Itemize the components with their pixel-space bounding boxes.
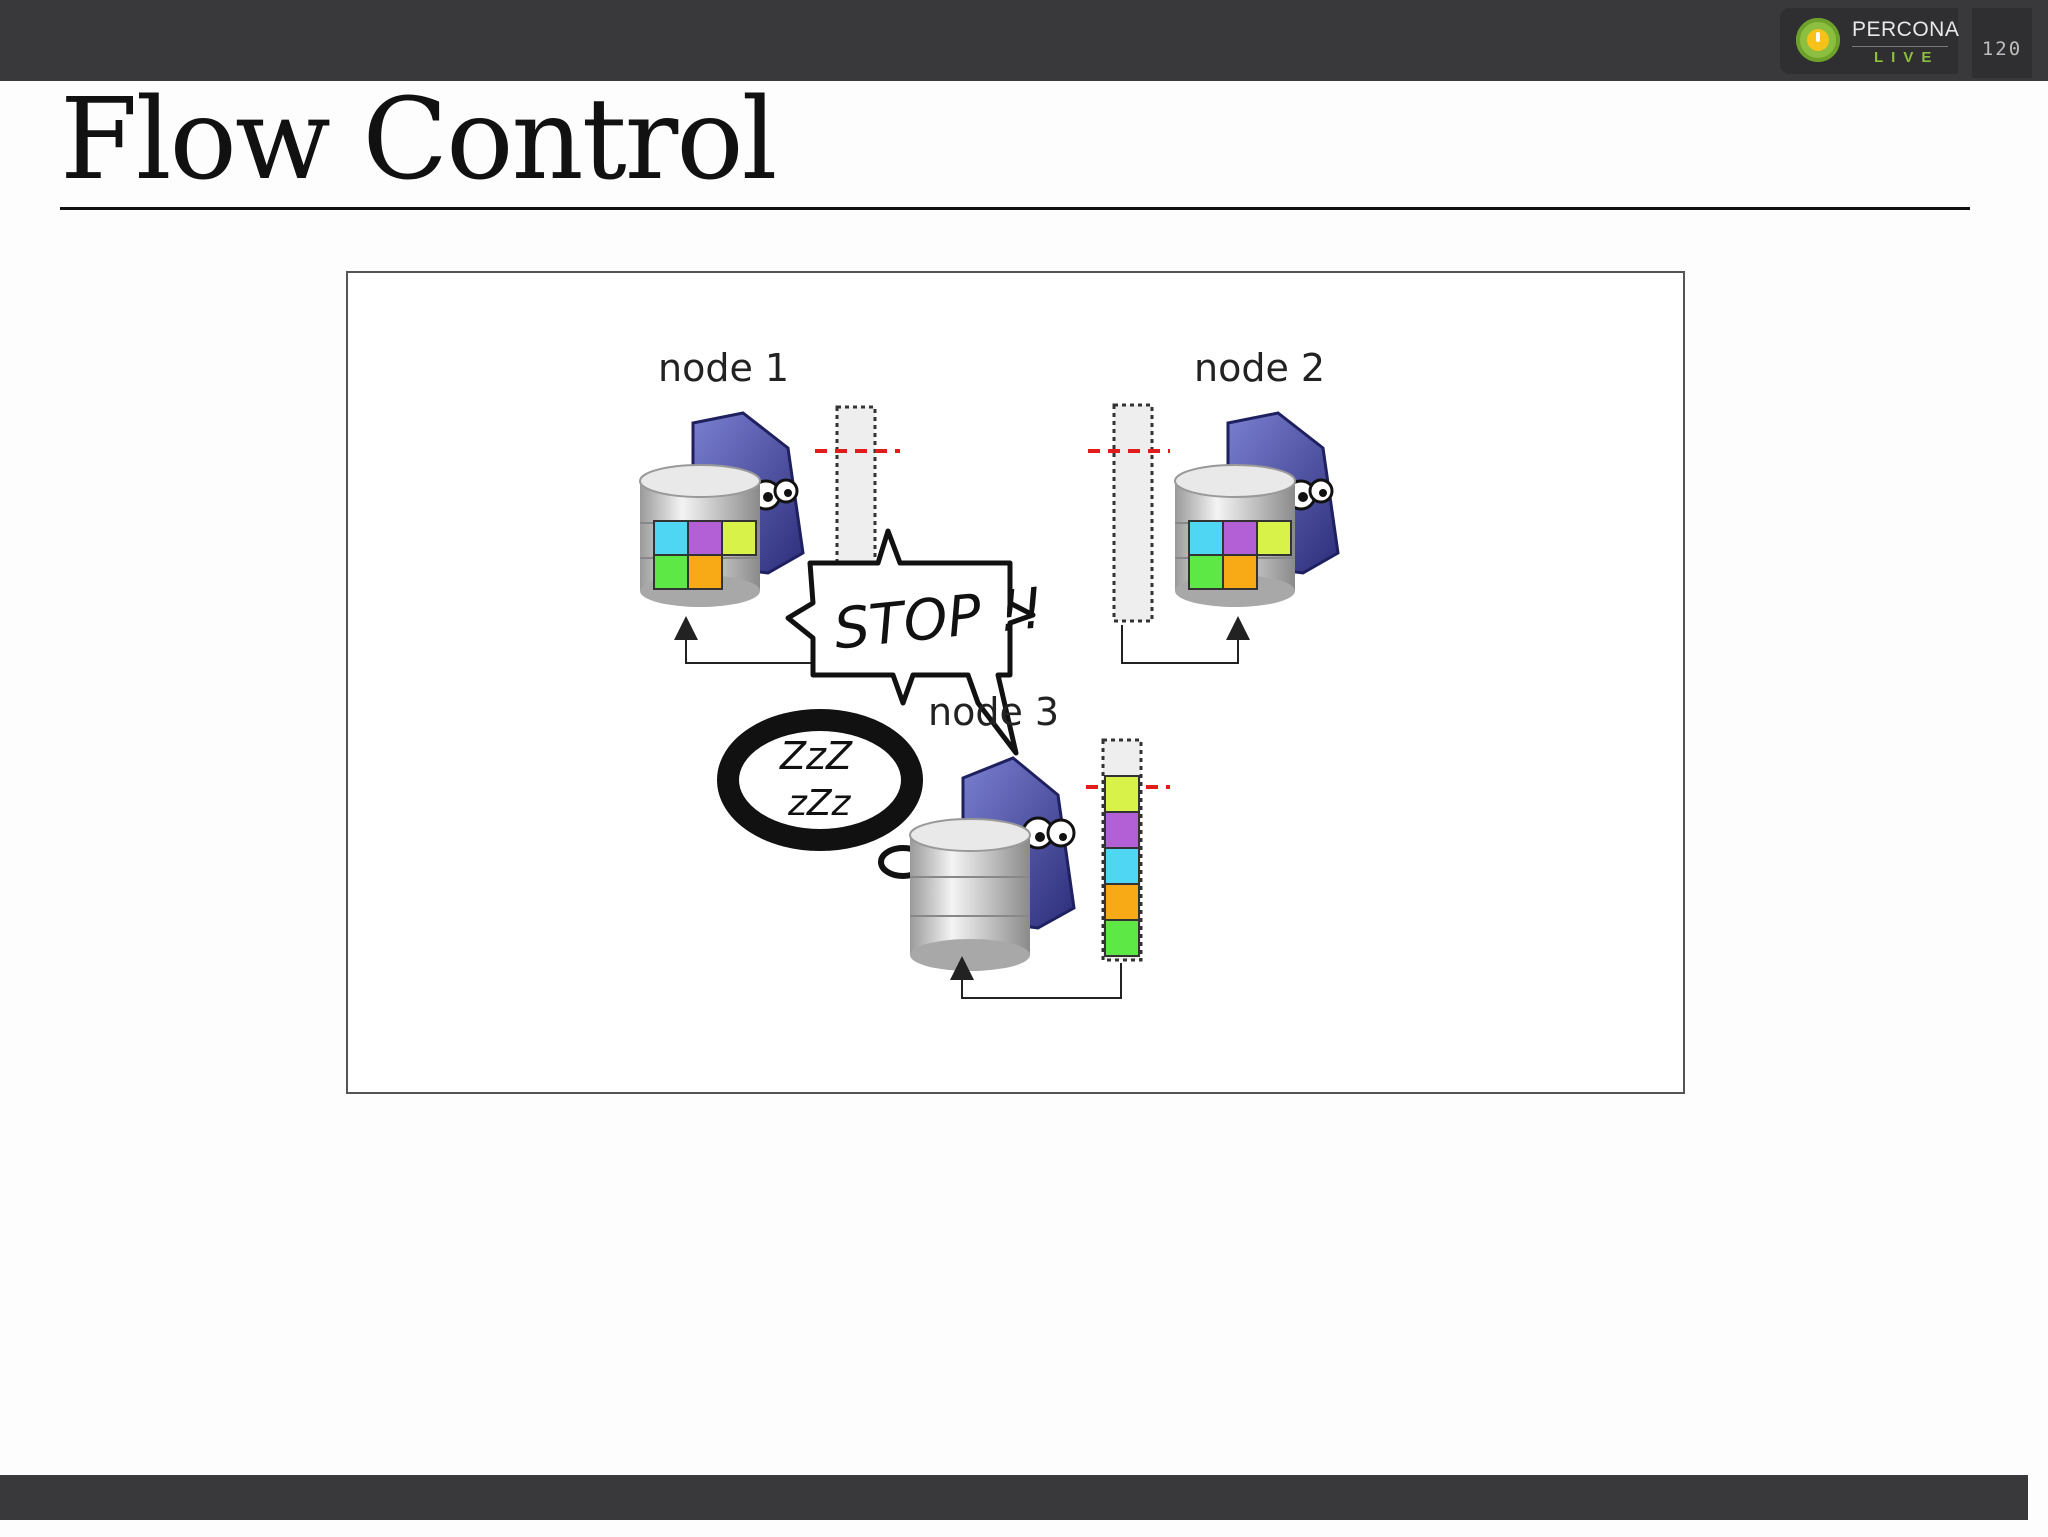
diagram-frame: node 1 node 2 [346, 271, 1685, 1094]
stop-speech-bubble: STOP !! [785, 528, 1047, 756]
node-2-queue [1088, 403, 1170, 623]
bottom-bar [0, 1475, 2028, 1520]
queue-item [1104, 847, 1140, 885]
sleep-text-line1: ZzZ [779, 734, 853, 778]
node-1-data-tiles [653, 520, 757, 590]
node-3-database-icon [909, 818, 1031, 971]
title-divider [60, 207, 1970, 210]
node-2-label: node 2 [1194, 346, 1325, 390]
sleep-thought-bubble: ZzZ zZz [717, 709, 948, 900]
sleep-text-line2: zZz [787, 783, 852, 824]
queue-item [1104, 883, 1140, 921]
page-number: 120 [1972, 8, 2032, 78]
node-2-data-tiles [1188, 520, 1292, 590]
node-3-queue [1086, 738, 1170, 962]
flow-control-diagram: node 1 node 2 [639, 346, 1340, 999]
power-icon [1796, 18, 1840, 62]
node-2-apply-arrow [1121, 616, 1250, 664]
slide-title: Flow Control [60, 75, 777, 205]
top-bar: PERCONA LIVE 120 [0, 0, 2048, 81]
logo-name: PERCONA [1852, 18, 1960, 41]
logo-divider [1852, 46, 1948, 47]
percona-live-logo: PERCONA LIVE [1780, 8, 1960, 74]
queue-item [1104, 775, 1140, 813]
node-3-label: node 3 [928, 690, 1059, 734]
node-1-apply-arrow [674, 616, 841, 664]
node-3-apply-arrow [950, 956, 1122, 999]
queue-item [1104, 919, 1140, 957]
node-1-queue [815, 405, 900, 569]
queue-item [1104, 811, 1140, 849]
node-1-label: node 1 [658, 346, 789, 390]
logo-sub: LIVE [1874, 49, 1940, 66]
